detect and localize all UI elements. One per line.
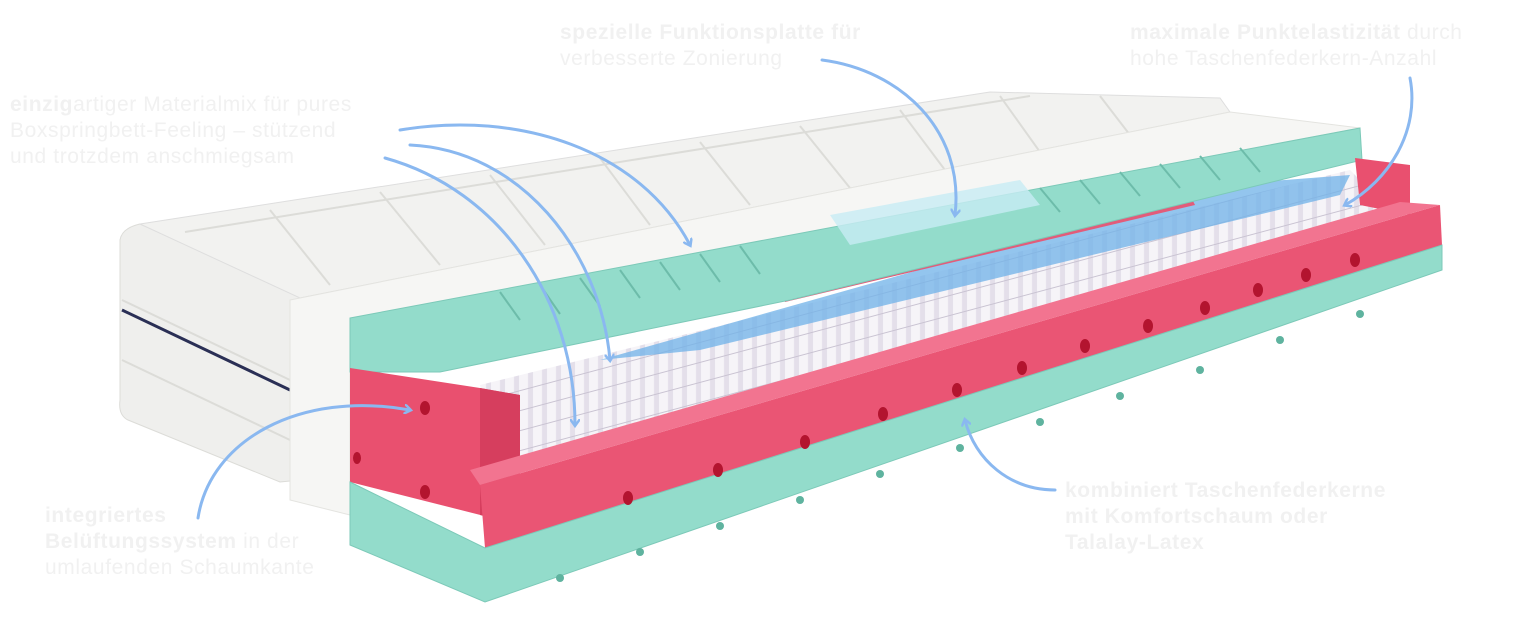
annotation-bold: maximale Punktelastizität (1130, 21, 1401, 44)
arrow-point-elasticity (1345, 76, 1414, 205)
annotation-text: in der (236, 530, 300, 553)
annotation-text: Talalay-Latex (1065, 531, 1205, 554)
annotation-combined-core: kombiniert Taschenfederkerne mit Komfort… (1065, 478, 1386, 556)
arrow-function-plate (820, 58, 956, 215)
annotation-bold: Belüftungssystem (45, 530, 237, 553)
annotation-bold: integriertes (45, 504, 167, 527)
annotation-text: kombiniert Taschenfederkerne (1065, 479, 1387, 502)
topper-surface (138, 91, 1231, 299)
annotation-point-elasticity: maximale Punktelastizität durch hohe Tas… (1130, 20, 1463, 72)
pocket-spring-core (480, 170, 1395, 470)
annotation-arrows (196, 58, 1414, 520)
zone-panel (830, 180, 1040, 245)
annotation-bold: spezielle Funktionsplatte für (560, 21, 861, 44)
gel-layer (600, 175, 1350, 360)
annotation-text: und trotzdem anschmiegsam (10, 145, 295, 168)
annotation-text: artiger Materialmix für pures (73, 93, 352, 116)
arrow-ventilation (196, 406, 410, 520)
annotation-material-mix: einzigartiger Materialmix für pures Boxs… (10, 92, 352, 170)
annotation-text: Boxspringbett-Feeling – stützend (10, 119, 337, 142)
arrow-material-mix-2 (408, 143, 610, 360)
annotation-text: umlaufenden Schaumkante (45, 556, 315, 579)
annotation-function-plate: spezielle Funktionsplatte für verbessert… (560, 20, 861, 72)
arrow-combined-core (965, 420, 1057, 492)
foam-frame-front (480, 205, 1442, 548)
foam-frame-right-post (1355, 158, 1410, 215)
annotation-text: durch (1400, 21, 1463, 44)
annotation-bold: einzig (10, 93, 74, 116)
annotation-text: mit Komfortschaum oder (1065, 505, 1328, 528)
arrow-material-mix-3 (383, 156, 575, 425)
base-foam (349, 244, 1443, 603)
annotation-text: verbesserte Zonierung (560, 47, 783, 70)
ventilation-holes (353, 253, 1360, 505)
arrow-material-mix-1 (398, 123, 690, 245)
annotation-ventilation: integriertes Belüftungssystem in der uml… (45, 503, 314, 581)
annotation-text: hohe Taschenfederkern-Anzahl (1130, 47, 1438, 70)
